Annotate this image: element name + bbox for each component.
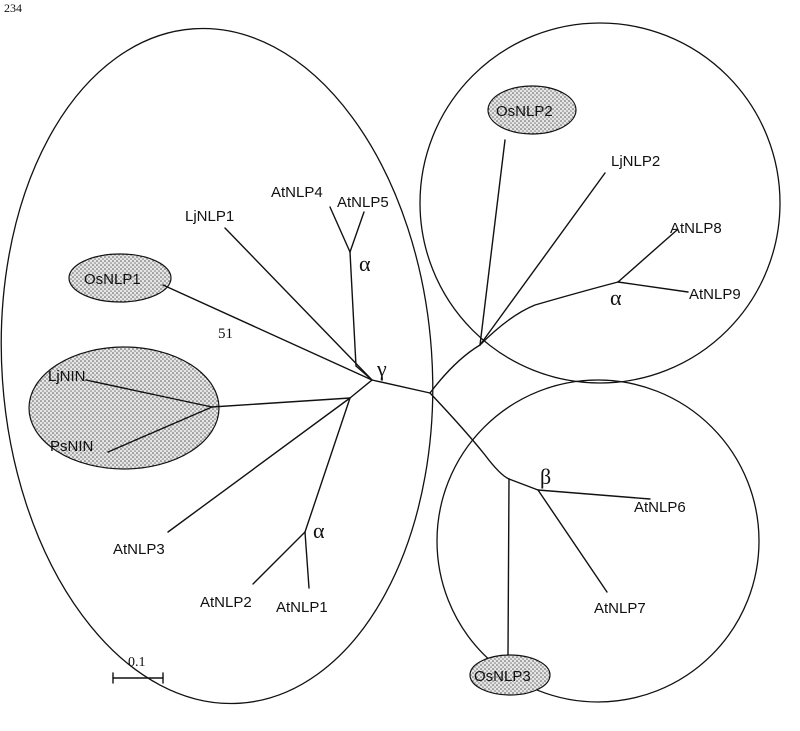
branch-ljnin: [85, 379, 213, 408]
label-atnlp8: AtNLP8: [670, 220, 722, 237]
node-label-alpha-bottom: α: [313, 518, 325, 543]
label-atnlp9: AtNLP9: [689, 286, 741, 303]
label-atnlp2: AtNLP2: [200, 594, 252, 611]
label-atnlp1: AtNLP1: [276, 599, 328, 616]
osnlp2-highlight: [487, 85, 577, 135]
label-atnlp7: AtNLP7: [594, 600, 646, 617]
branch-atnlp7: [537, 489, 608, 593]
branch-alpha-bottom-stem: [304, 397, 351, 533]
branch-atnlp6: [537, 489, 651, 500]
branch-atnlp1: [304, 531, 310, 589]
osnlp1-highlight: [68, 253, 172, 303]
node-label-gamma: γ: [376, 356, 387, 381]
branch-atnlp3: [167, 397, 351, 533]
branch-beta-node: [508, 478, 539, 491]
label-ljnlp1: LjNLP1: [185, 208, 234, 225]
label-atnlp4: AtNLP4: [271, 184, 323, 201]
branch-atnlp8: [617, 229, 678, 283]
node-label-alpha-right: α: [610, 285, 622, 310]
branch-atnlp9: [617, 281, 689, 293]
branch-ljnlp2: [479, 172, 606, 346]
label-osnlp3: OsNLP3: [474, 668, 531, 685]
branch-osnlp3: [507, 478, 510, 656]
branch-osnlp1: [162, 284, 373, 381]
label-ljnin: LjNIN: [48, 368, 86, 385]
node-label-alpha-top: α: [359, 251, 371, 276]
nin-group-highlight: [28, 346, 220, 470]
label-osnlp2: OsNLP2: [496, 103, 553, 120]
branch-atnlp4: [329, 206, 351, 253]
label-atnlp6: AtNLP6: [634, 499, 686, 516]
label-osnlp1: OsNLP1: [84, 271, 141, 288]
label-ljnlp2: LjNLP2: [611, 153, 660, 170]
branch-psnin: [107, 406, 213, 453]
branch-alpha-top-stem: [349, 251, 357, 367]
branch-osnlp2: [479, 139, 506, 346]
branch-root-bottomright: [429, 392, 510, 480]
branch-nin-stem: [211, 397, 351, 408]
bootstrap-value: 51: [218, 326, 233, 342]
branch-gamma-lower: [349, 379, 373, 399]
osnlp3-highlight: [469, 654, 551, 696]
top-right-clade-circle: [419, 22, 781, 384]
node-label-beta: β: [540, 464, 551, 489]
left-clade-ellipse: [0, 27, 434, 705]
label-psnin: PsNIN: [50, 438, 93, 455]
branch-root-topright: [429, 344, 481, 394]
page-number: 234: [4, 1, 22, 15]
label-atnlp3: AtNLP3: [113, 541, 165, 558]
label-atnlp5: AtNLP5: [337, 194, 389, 211]
scale-bar-label: 0.1: [128, 655, 146, 670]
branch-root-left: [371, 379, 431, 394]
bottom-right-clade-circle: [436, 379, 760, 703]
branch-atnlp2: [252, 531, 306, 585]
branch-ljnlp1: [224, 227, 373, 381]
branch-alpha-right-stem: [479, 281, 619, 346]
branch-atnlp5: [349, 211, 365, 253]
